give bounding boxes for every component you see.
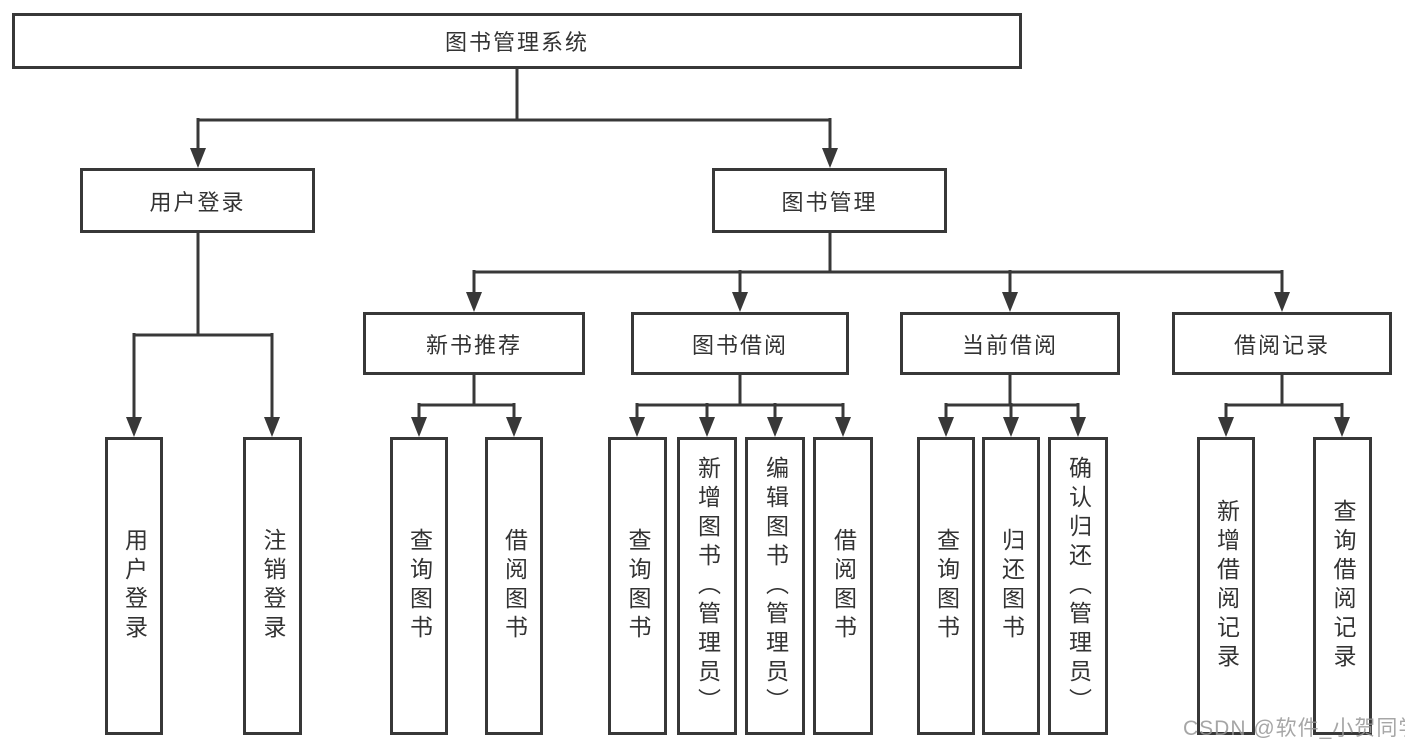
leaf-borrow-books-recommend: 借阅图书 [485,437,543,735]
node-book-management-label: 图书管理 [781,189,878,215]
node-user-login: 用户登录 [80,168,315,233]
leaf-query-books-recommend: 查询图书 [390,437,448,735]
node-borrowing-records-label: 借阅记录 [1233,332,1330,358]
leaf-query-books-current: 查询图书 [917,437,975,735]
leaf-edit-books-admin: 编辑图书（管理员） [745,437,805,735]
node-library-system: 图书管理系统 [12,13,1022,69]
arrowheads [126,148,1350,437]
node-book-management: 图书管理 [712,168,947,233]
leaf-logout: 注销登录 [243,437,302,735]
csdn-watermark: CSDN @软件_小贺同学 [1183,717,1405,740]
node-new-book-recommend-label: 新书推荐 [425,332,522,358]
node-current-borrowing: 当前借阅 [900,312,1120,375]
leaf-query-books-borrowing: 查询图书 [608,437,667,735]
node-library-system-label: 图书管理系统 [444,30,589,55]
node-current-borrowing-label: 当前借阅 [961,332,1058,358]
leaf-user-login: 用户登录 [105,437,163,735]
node-new-book-recommend: 新书推荐 [363,312,585,375]
node-book-borrowing-label: 图书借阅 [691,332,788,358]
leaf-query-borrow-record: 查询借阅记录 [1313,437,1372,735]
node-borrowing-records: 借阅记录 [1172,312,1392,375]
leaf-return-books: 归还图书 [982,437,1040,735]
leaf-borrow-books: 借阅图书 [813,437,873,735]
node-book-borrowing: 图书借阅 [631,312,849,375]
leaf-add-borrow-record: 新增借阅记录 [1197,437,1255,735]
leaf-confirm-return-admin: 确认归还（管理员） [1048,437,1108,735]
leaf-add-books-admin: 新增图书（管理员） [677,437,737,735]
node-user-login-label: 用户登录 [149,189,246,215]
